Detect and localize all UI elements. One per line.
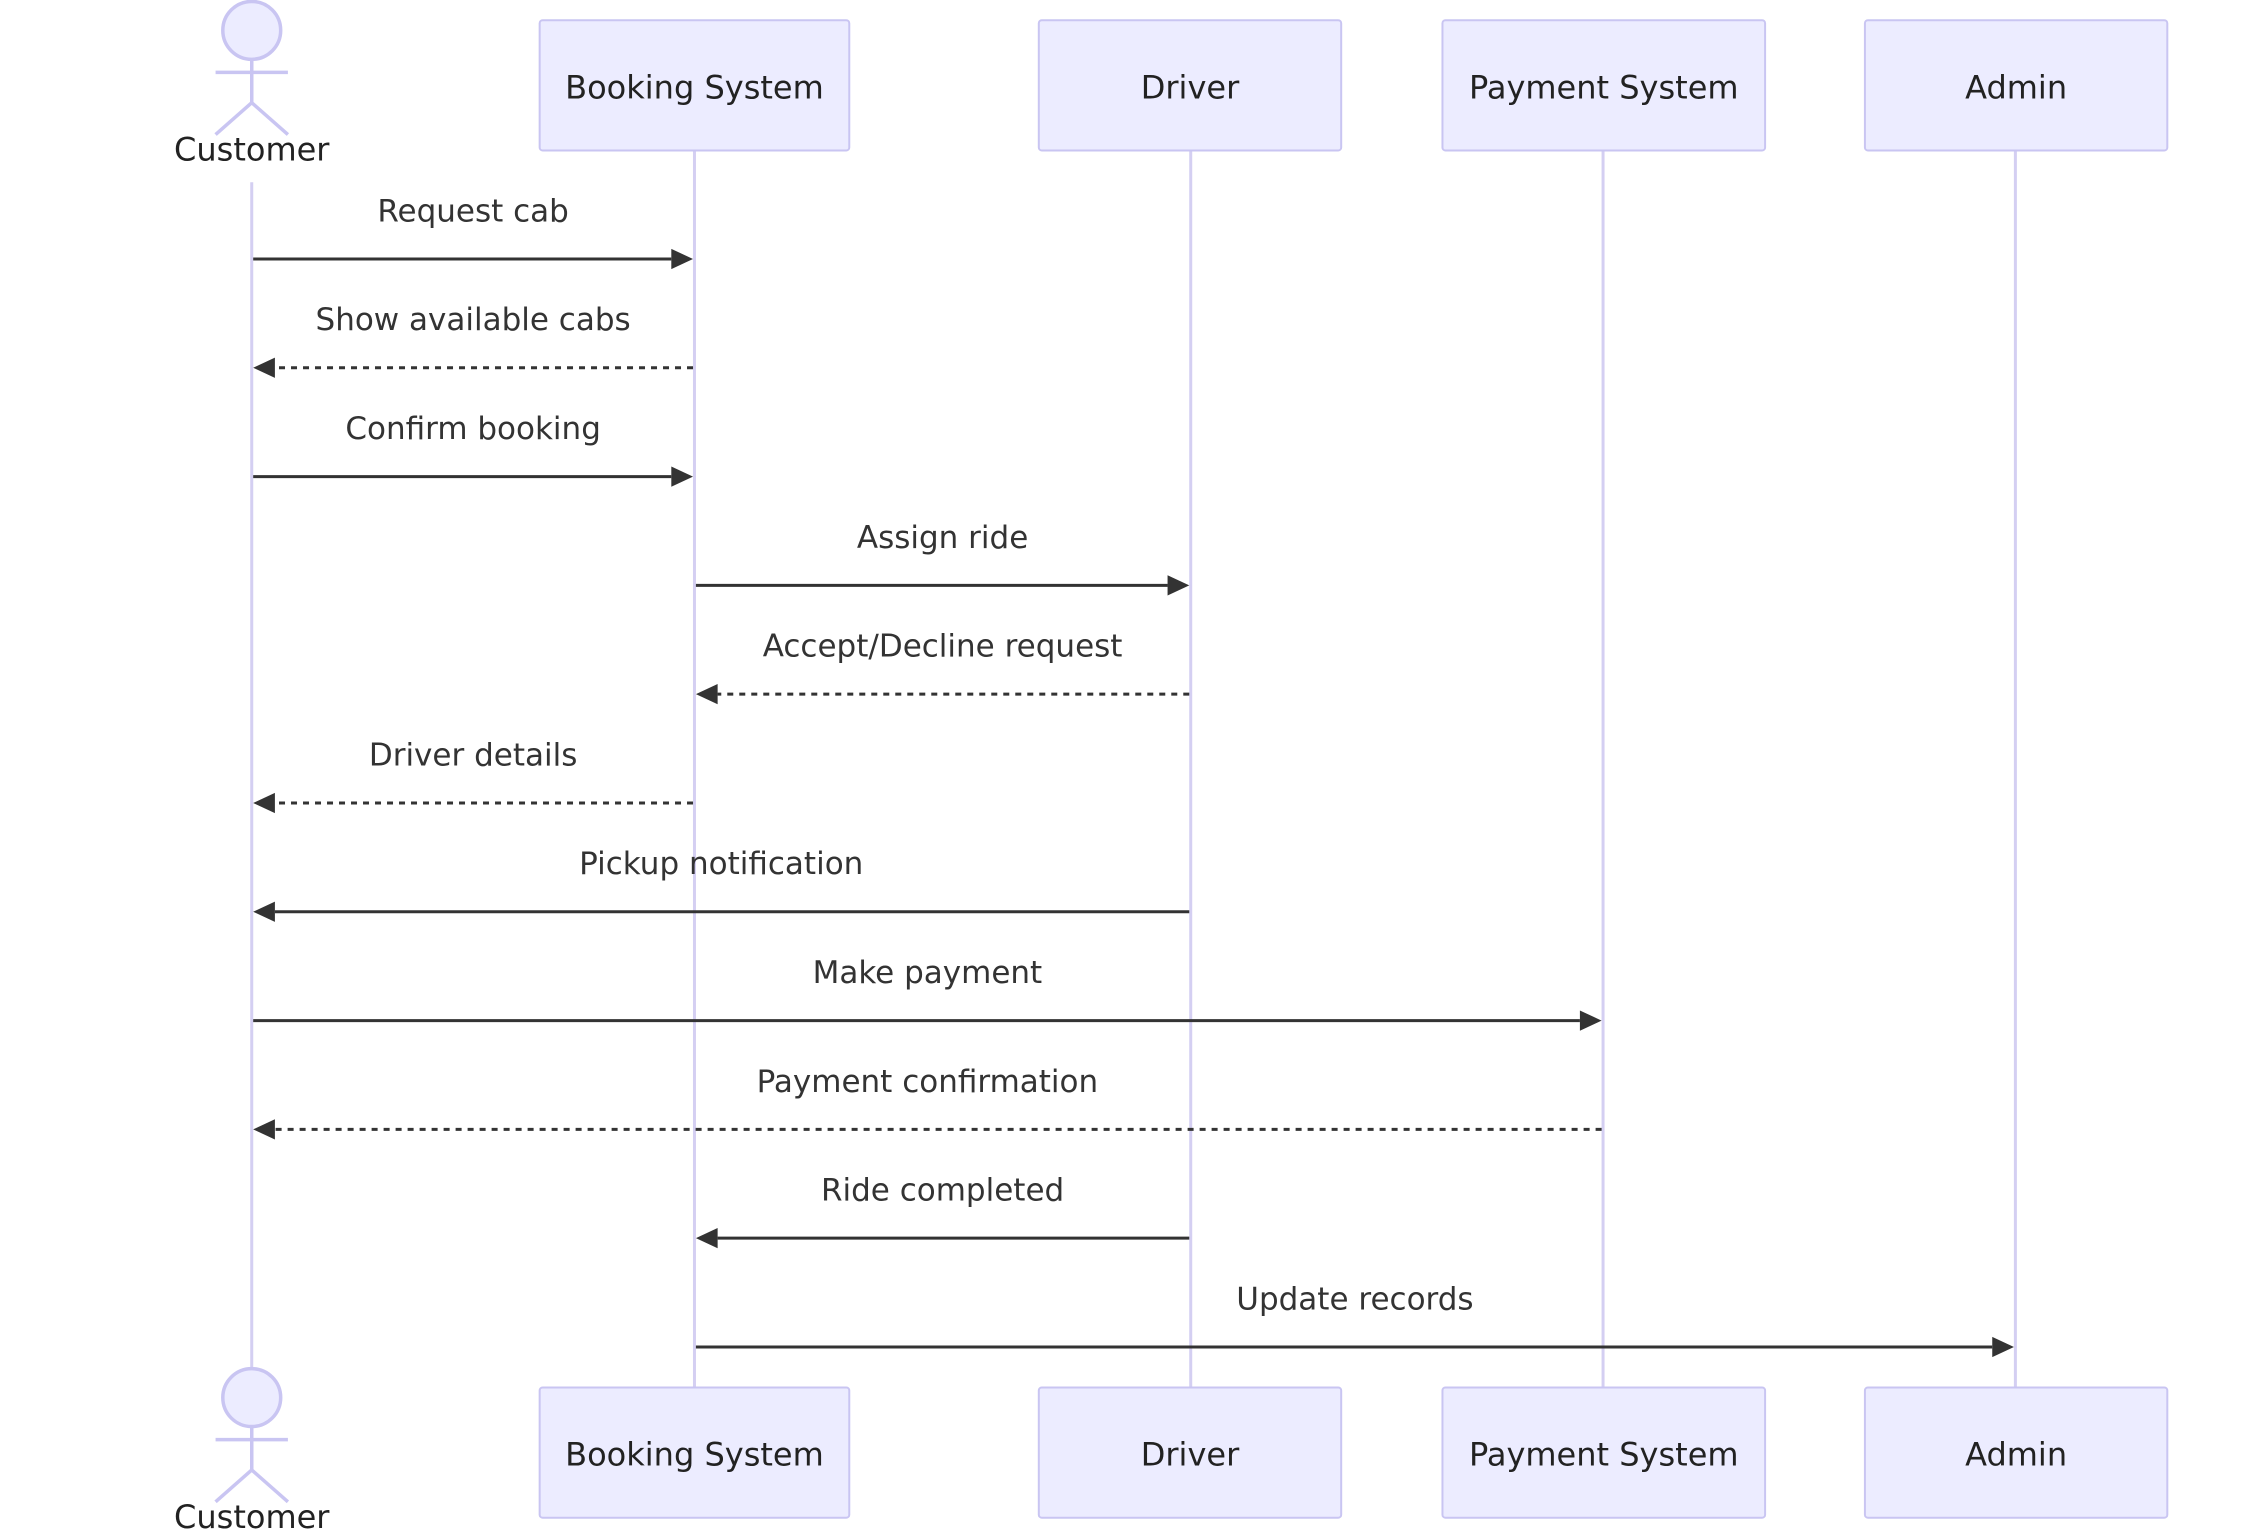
- message-2: Show available cabs: [253, 302, 694, 378]
- participant-box: [1863, 19, 2169, 152]
- arrowhead-icon: [253, 1119, 275, 1140]
- participant-booking-bottom: Booking System: [538, 1386, 851, 1519]
- participant-admin-bottom: Admin: [1863, 1386, 2169, 1519]
- participant-box: [1441, 19, 1767, 152]
- message-1: Request cab: [253, 193, 694, 270]
- actor-right-leg: [250, 1468, 290, 1504]
- actor-head-icon: [221, 1366, 283, 1429]
- participant-booking-top: Booking System: [538, 19, 851, 152]
- participant-box: [1441, 1386, 1767, 1519]
- actor-right-leg: [250, 101, 290, 136]
- actor-head-icon: [221, 0, 283, 62]
- participant-label: Payment System: [1469, 68, 1739, 106]
- actor-left-leg: [214, 1468, 253, 1504]
- participant-box: [538, 19, 851, 152]
- message-4: Assign ride: [695, 520, 1190, 596]
- participant-admin-top: Admin: [1863, 19, 2169, 152]
- message-3: Confirm booking: [253, 411, 694, 487]
- participant-label: Payment System: [1469, 1436, 1739, 1474]
- message-label: Pickup notification: [579, 846, 863, 882]
- message-9: Payment confirmation: [253, 1064, 1602, 1140]
- message-label: Assign ride: [857, 520, 1028, 556]
- message-10: Ride completed: [695, 1173, 1190, 1249]
- message-label: Ride completed: [821, 1173, 1064, 1209]
- message-label: Update records: [1236, 1281, 1473, 1317]
- actor-label-bottom: Customer: [174, 1498, 330, 1530]
- participant-payment-top: Payment System: [1441, 19, 1767, 152]
- message-8: Make payment: [253, 955, 1602, 1031]
- arrowhead-icon: [1579, 1010, 1602, 1031]
- message-label: Show available cabs: [316, 302, 631, 338]
- arrowhead-icon: [253, 792, 275, 814]
- arrowhead-icon: [253, 357, 275, 378]
- arrowhead-icon: [253, 901, 275, 922]
- participant-label: Admin: [1965, 68, 2067, 106]
- participant-box: [538, 1386, 851, 1519]
- participant-box: [1037, 19, 1343, 152]
- message-label: Driver details: [369, 737, 578, 773]
- arrowhead-icon: [695, 684, 718, 705]
- actor-customer-bottom: Customer: [174, 1366, 330, 1530]
- actor-label-top: Customer: [174, 131, 330, 169]
- participant-box: [1863, 1386, 2169, 1519]
- message-label: Make payment: [813, 955, 1043, 991]
- actor-customer-top: Customer: [174, 0, 330, 169]
- actor-left-leg: [214, 101, 253, 136]
- message-label: Confirm booking: [345, 411, 601, 447]
- participant-payment-bottom: Payment System: [1441, 1386, 1767, 1519]
- participant-box: [1037, 1386, 1343, 1519]
- arrowhead-icon: [1167, 575, 1190, 596]
- message-6: Driver details: [253, 737, 694, 814]
- participant-driver-top: Driver: [1037, 19, 1343, 152]
- message-5: Accept/Decline request: [695, 629, 1190, 705]
- message-label: Payment confirmation: [757, 1064, 1099, 1100]
- participant-label: Booking System: [565, 68, 824, 106]
- message-7: Pickup notification: [253, 846, 1190, 922]
- message-label: Request cab: [377, 193, 569, 229]
- participant-label: Driver: [1141, 68, 1240, 106]
- arrowhead-icon: [671, 248, 694, 270]
- participant-label: Driver: [1141, 1436, 1240, 1474]
- message-11: Update records: [695, 1281, 2014, 1358]
- participant-label: Admin: [1965, 1436, 2067, 1474]
- message-label: Accept/Decline request: [763, 629, 1123, 665]
- arrowhead-icon: [695, 1228, 718, 1249]
- participant-driver-bottom: Driver: [1037, 1386, 1343, 1519]
- participant-label: Booking System: [565, 1436, 824, 1474]
- arrowhead-icon: [1992, 1336, 2014, 1358]
- arrowhead-icon: [671, 466, 694, 487]
